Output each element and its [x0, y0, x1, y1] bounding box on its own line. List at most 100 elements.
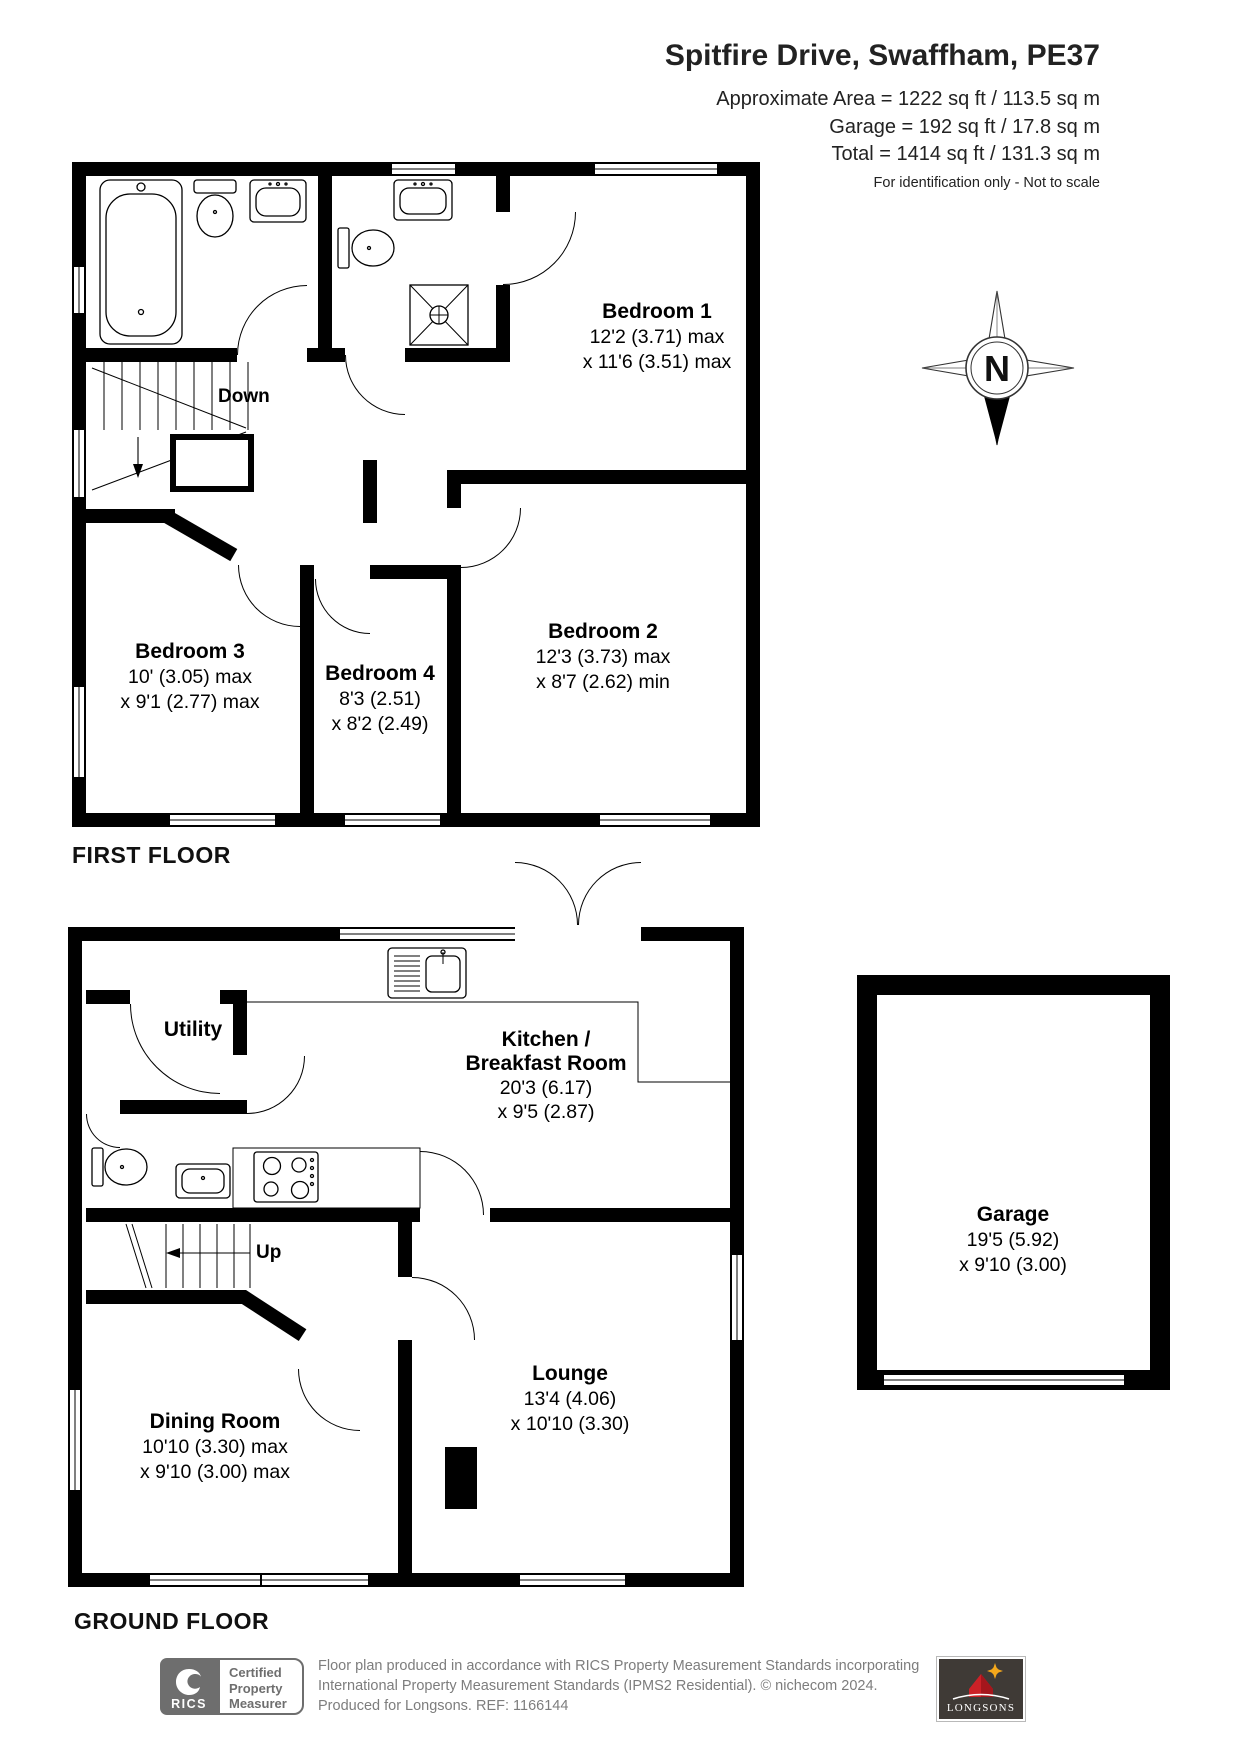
- window: [520, 1573, 625, 1587]
- room-dim: x 8'7 (2.62) min: [536, 671, 670, 693]
- toilet-icon: [337, 227, 395, 269]
- kitchen-sink-icon: [387, 947, 467, 999]
- wall: [857, 975, 877, 1390]
- window: [72, 687, 86, 777]
- wall: [447, 470, 760, 484]
- window: [392, 162, 455, 176]
- window: [340, 927, 515, 941]
- window: [72, 430, 86, 497]
- room-label-dining: Dining Room 10'10 (3.30) max x 9'10 (3.0…: [140, 1409, 290, 1485]
- wall: [307, 348, 345, 362]
- stairs-up: [125, 1223, 251, 1289]
- room-label-bedroom-3: Bedroom 3 10' (3.05) max x 9'1 (2.77) ma…: [120, 639, 259, 715]
- footer-line: Produced for Longsons. REF: 1166144: [318, 1698, 569, 1714]
- ground-floor-fixtures: [91, 947, 730, 1289]
- rics-lion-icon: [176, 1669, 201, 1695]
- stairs-label-up: Up: [256, 1242, 282, 1263]
- room-dim: 12'2 (3.71) max: [589, 326, 725, 348]
- room-dim: 19'5 (5.92): [966, 1229, 1060, 1251]
- ground-floor-title: GROUND FLOOR: [74, 1608, 270, 1634]
- stairs-down: [91, 362, 254, 492]
- rics-cert-line: Certified: [229, 1665, 282, 1680]
- room-label-bedroom-2: Bedroom 2 12'3 (3.73) max x 8'7 (2.62) m…: [536, 619, 671, 695]
- room-label-bedroom-4: Bedroom 4 8'3 (2.51) x 8'2 (2.49): [325, 661, 435, 737]
- total-area: Total = 1414 sq ft / 131.3 sq m: [831, 143, 1101, 165]
- window: [68, 1390, 82, 1490]
- wall: [447, 484, 461, 508]
- toilet-icon: [91, 1147, 148, 1187]
- sink-icon: [175, 1163, 231, 1199]
- approximate-area: Approximate Area = 1222 sq ft / 113.5 sq…: [716, 88, 1100, 110]
- wall: [1150, 975, 1170, 1390]
- room-dim: x 9'10 (3.00) max: [139, 1461, 291, 1483]
- french-door-arc: [578, 862, 641, 925]
- room-dim: 8'3 (2.51): [339, 688, 421, 710]
- room-dim: x 11'6 (3.51) max: [582, 351, 732, 373]
- counter-line: [232, 1147, 421, 1209]
- room-label-lounge: Lounge 13'4 (4.06) x 10'10 (3.30): [511, 1361, 630, 1437]
- room-name: Utility: [163, 1018, 223, 1041]
- rics-brand: RICS: [171, 1697, 207, 1711]
- room-label-kitchen: Kitchen / Breakfast Room 20'3 (6.17) x 9…: [465, 1028, 626, 1124]
- shower-icon: [409, 284, 469, 346]
- window: [600, 813, 710, 827]
- window: [150, 1573, 260, 1587]
- room-name: Lounge: [532, 1362, 608, 1385]
- wall: [72, 509, 175, 523]
- window: [170, 813, 275, 827]
- wall: [86, 990, 130, 1004]
- first-floor-title: FIRST FLOOR: [72, 842, 231, 868]
- rics-cert-line: Property: [229, 1680, 283, 1696]
- room-name: Bedroom 4: [325, 662, 435, 685]
- footer-line: Floor plan produced in accordance with R…: [318, 1658, 920, 1674]
- wall: [398, 1222, 412, 1277]
- room-dim: 20'3 (6.17): [499, 1077, 593, 1099]
- toilet-icon: [193, 179, 237, 238]
- page-title: Spitfire Drive, Swaffham, PE37: [664, 39, 1100, 72]
- longsons-logo: LONGSONS: [936, 1656, 1026, 1722]
- longsons-house-icon: [952, 1663, 1010, 1700]
- wall: [496, 285, 510, 362]
- wall: [398, 1340, 412, 1587]
- room-dim: x 9'10 (3.00): [959, 1254, 1067, 1276]
- header: Spitfire Drive, Swaffham, PE37 Approxima…: [665, 38, 1100, 191]
- room-name: Bedroom 1: [602, 300, 712, 323]
- room-label-utility: Utility: [164, 1017, 222, 1043]
- room-name: Garage: [976, 1203, 1050, 1226]
- window: [595, 162, 717, 176]
- sink-icon: [393, 179, 453, 221]
- bath-icon: [99, 179, 183, 345]
- wall: [300, 565, 314, 827]
- window: [730, 1255, 744, 1340]
- room-name: Dining Room: [149, 1410, 281, 1433]
- window: [262, 1573, 368, 1587]
- wall: [445, 1447, 477, 1509]
- room-dim: x 8'2 (2.49): [331, 713, 429, 735]
- window: [72, 267, 86, 313]
- garage-door: [884, 1373, 1124, 1387]
- room-label-bedroom-1: Bedroom 1 12'2 (3.71) max x 11'6 (3.51) …: [583, 299, 732, 375]
- garage-area: Garage = 192 sq ft / 17.8 sq m: [829, 115, 1100, 138]
- room-name: Bedroom 2: [548, 620, 658, 643]
- room-name: Kitchen /: [501, 1028, 591, 1051]
- room-dim: 13'4 (4.06): [523, 1388, 617, 1410]
- room-name: Bedroom 3: [135, 640, 245, 663]
- wall: [405, 348, 510, 362]
- wall: [447, 565, 461, 827]
- wall: [86, 1290, 246, 1304]
- disclaimer: For identification only - Not to scale: [873, 174, 1100, 191]
- rics-badge: RICS: [160, 1658, 218, 1715]
- longsons-brand: LONGSONS: [946, 1702, 1016, 1714]
- room-dim: 12'3 (3.73) max: [535, 646, 671, 668]
- room-dim: x 9'5 (2.87): [497, 1101, 595, 1123]
- room-dim: x 9'1 (2.77) max: [120, 691, 260, 713]
- svg-text:N: N: [984, 348, 1010, 389]
- footer-line: International Property Measurement Stand…: [318, 1678, 878, 1694]
- rics-cert-line: Measurer: [229, 1696, 287, 1711]
- wall: [490, 1208, 744, 1222]
- wall: [363, 460, 377, 523]
- wall: [641, 927, 744, 941]
- first-floor-fixtures: [91, 179, 469, 492]
- sink-icon: [249, 179, 307, 223]
- room-dim: 10' (3.05) max: [127, 666, 253, 688]
